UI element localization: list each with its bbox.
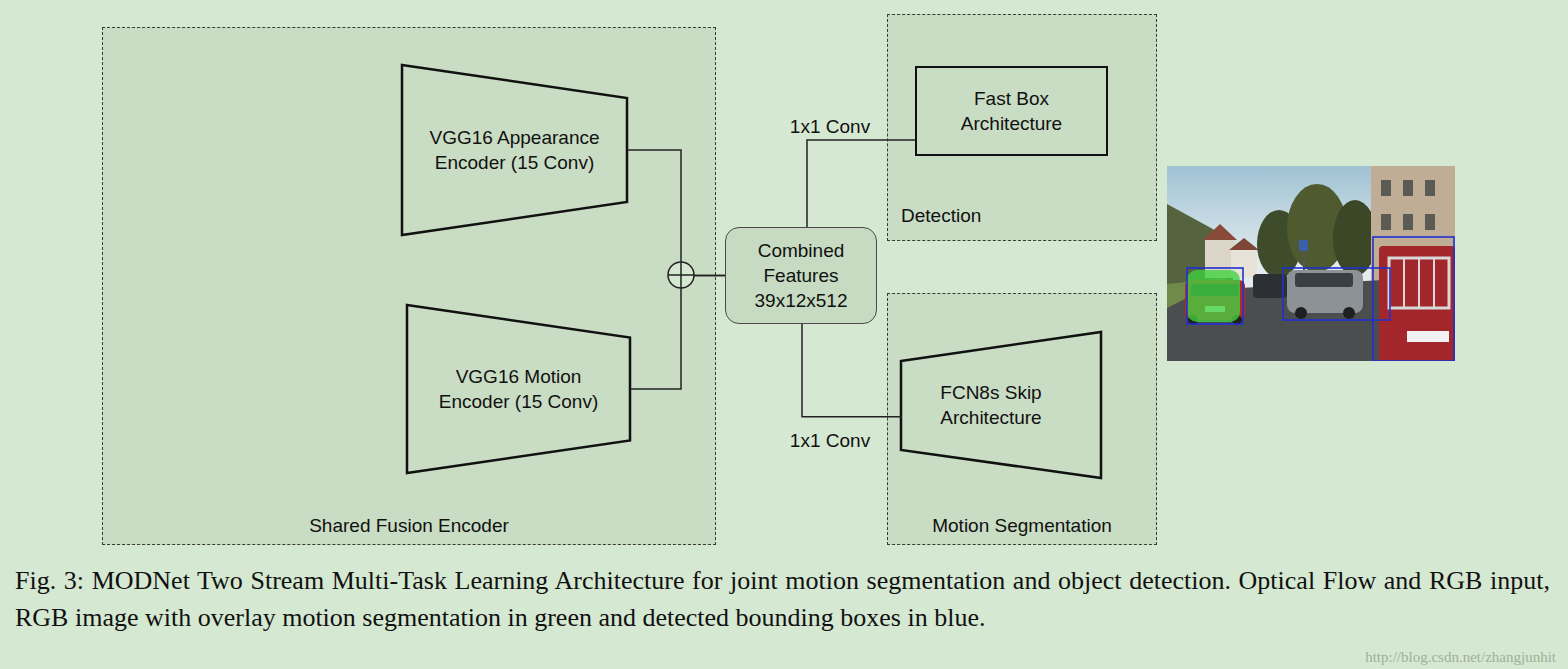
connector-line [807,140,915,227]
panel-title: Motion Segmentation [932,513,1112,538]
connector [630,276,725,390]
node-label: Combined Features 39x12x512 [751,238,851,313]
encoder-trapezoid: VGG16 Motion Encoder (15 Conv) [407,305,630,473]
connector [802,324,902,417]
edge-label: 1x1 Conv [788,116,872,138]
edge-label: 1x1 Conv [788,430,872,452]
panel-title: Detection [901,203,981,228]
encoder-panel: Shared Fusion Encoder VGG16 Appearance En… [102,27,716,545]
watermark: http://blog.csdn.net/zhangjunhit [1365,649,1556,666]
connector-line [802,324,902,417]
node-label: VGG16 Appearance Encoder (15 Conv) [424,125,606,175]
trapezoid-outline [901,332,1101,478]
connector [627,150,725,276]
figure-caption: Fig. 3: MODNet Two Stream Multi-Task Lea… [15,562,1550,636]
task-panel: Motion Segmentation FCN8s Skip Architectu… [887,293,1157,545]
process-box: Fast Box Architecture [915,66,1108,156]
feature-box: Combined Features 39x12x512 [725,227,877,324]
encoder-trapezoid: VGG16 Appearance Encoder (15 Conv) [402,65,627,235]
trapezoid-outline [407,305,630,473]
panel-title: Shared Fusion Encoder [309,513,509,538]
trapezoid-outline [402,65,627,235]
node-label: VGG16 Motion Encoder (15 Conv) [428,364,610,414]
task-panel: Detection Fast Box Architecture [887,14,1157,241]
node-label: Fast Box Architecture [952,86,1072,136]
connector-line [627,150,725,276]
connector [807,140,915,227]
decoder-trapezoid: FCN8s Skip Architecture [901,332,1101,478]
connector-line [630,276,725,390]
node-label: FCN8s Skip Architecture [934,380,1049,430]
